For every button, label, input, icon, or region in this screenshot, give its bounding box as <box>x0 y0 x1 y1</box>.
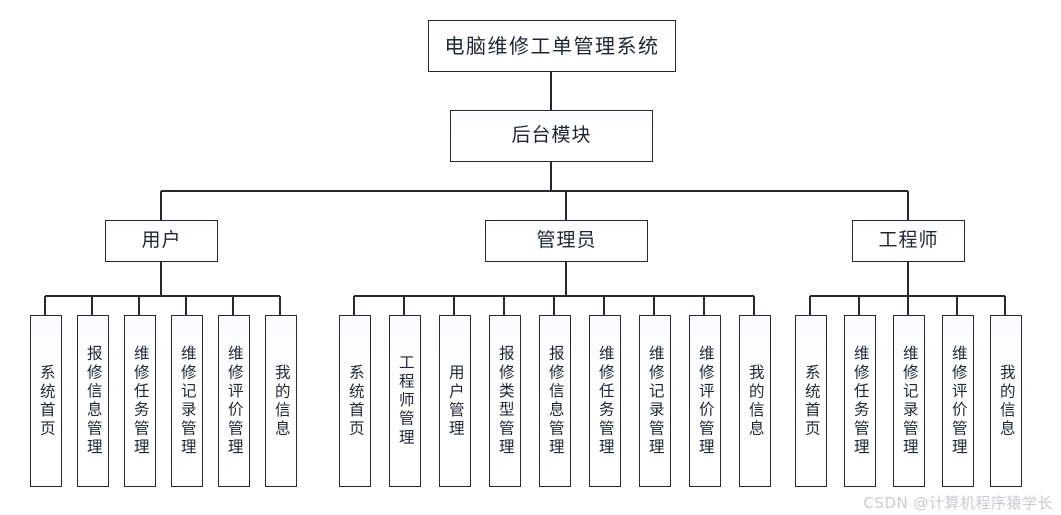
leaf-engineer-1[interactable]: 维修任务管理 <box>844 315 876 487</box>
leaf-engineer-0[interactable]: 系统首页 <box>795 315 827 487</box>
leaf-engineer-4[interactable]: 我的信息 <box>990 315 1022 487</box>
leaf-user-5[interactable]: 我的信息 <box>265 315 297 487</box>
leaf-user-1[interactable]: 报修信息管理 <box>77 315 109 487</box>
leaf-user-2[interactable]: 维修任务管理 <box>124 315 156 487</box>
leaf-admin-6[interactable]: 维修记录管理 <box>639 315 671 487</box>
node-root[interactable]: 电脑维修工单管理系统 <box>428 20 676 72</box>
node-branch-engineer[interactable]: 工程师 <box>852 220 965 262</box>
leaf-engineer-3[interactable]: 维修评价管理 <box>942 315 974 487</box>
node-branch-admin[interactable]: 管理员 <box>485 220 648 262</box>
leaf-admin-7[interactable]: 维修评价管理 <box>689 315 721 487</box>
leaf-admin-2[interactable]: 用户管理 <box>439 315 471 487</box>
leaf-admin-4[interactable]: 报修信息管理 <box>539 315 571 487</box>
node-branch-user[interactable]: 用户 <box>105 220 218 262</box>
node-backend-module[interactable]: 后台模块 <box>450 110 653 162</box>
leaf-engineer-2[interactable]: 维修记录管理 <box>893 315 925 487</box>
leaf-admin-5[interactable]: 维修任务管理 <box>589 315 621 487</box>
csdn-watermark: CSDN @计算机程序猿学长 <box>863 494 1053 512</box>
leaf-admin-1[interactable]: 工程师管理 <box>389 315 421 487</box>
leaf-admin-3[interactable]: 报修类型管理 <box>489 315 521 487</box>
leaf-admin-8[interactable]: 我的信息 <box>739 315 771 487</box>
leaf-user-0[interactable]: 系统首页 <box>30 315 62 487</box>
leaf-user-3[interactable]: 维修记录管理 <box>171 315 203 487</box>
leaf-admin-0[interactable]: 系统首页 <box>339 315 371 487</box>
leaf-user-4[interactable]: 维修评价管理 <box>218 315 250 487</box>
